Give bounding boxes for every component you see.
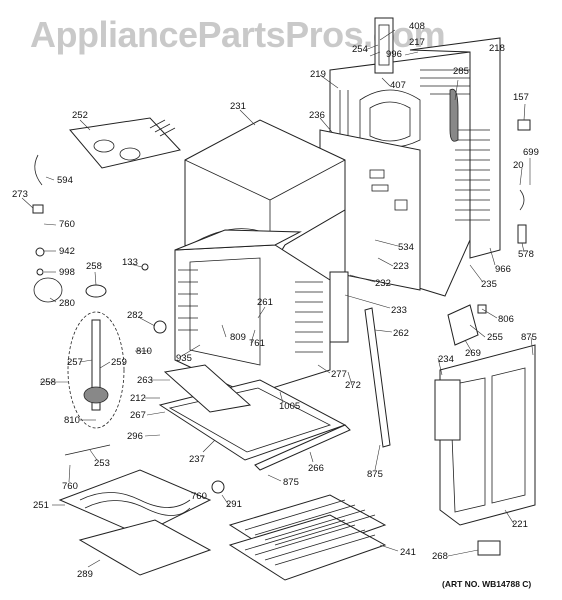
callout-1005: 1005 [279,401,301,412]
callout-996: 996 [386,49,402,60]
callout-806: 806 [498,314,514,325]
callout-875-bottom: 875 [283,477,299,488]
callout-219: 219 [310,69,326,80]
drawer-frame [158,364,347,461]
callout-241: 241 [400,547,416,558]
callout-282: 282 [127,310,143,321]
callout-269: 269 [465,348,481,359]
callout-761: 761 [249,338,265,349]
callout-262: 262 [393,328,409,339]
callout-578: 578 [518,249,534,260]
callout-760-bottom: 760 [191,491,207,502]
right-small-parts [447,119,531,556]
callout-252: 252 [72,110,88,121]
callout-258-top: 258 [86,261,102,272]
oven-cavity [174,229,349,396]
callout-285: 285 [453,66,469,77]
callout-408: 408 [409,21,425,32]
callout-253: 253 [94,458,110,469]
callout-296: 296 [127,431,143,442]
side-panel [434,344,536,526]
callout-263: 263 [137,375,153,386]
callout-221: 221 [512,519,528,530]
callout-257: 257 [67,357,83,368]
callout-942: 942 [59,246,75,257]
oven-racks [228,494,387,581]
art-number: (ART NO. WB14788 C) [442,579,532,589]
callout-534: 534 [398,242,414,253]
callout-236: 236 [309,110,325,121]
left-small-parts [32,154,225,494]
callout-234: 234 [438,354,454,365]
callout-998: 998 [59,267,75,278]
callout-267: 267 [130,410,146,421]
slide-rail [254,424,351,471]
callout-251: 251 [33,500,49,511]
callout-273: 273 [12,189,28,200]
callout-280: 280 [59,298,75,309]
callout-277: 277 [331,369,347,380]
callout-289: 289 [77,569,93,580]
callout-760-top: 760 [59,219,75,230]
callout-261: 261 [257,297,273,308]
callout-217: 217 [409,37,425,48]
callout-699: 699 [523,147,539,158]
callout-268: 268 [432,551,448,562]
callout-594: 594 [57,175,73,186]
callout-809: 809 [230,332,246,343]
callout-875-right: 875 [521,332,537,343]
callout-223: 223 [393,261,409,272]
bake-pan [78,519,212,576]
callout-133: 133 [122,257,138,268]
callout-272: 272 [345,380,361,391]
callout-258-mid: 258 [40,377,56,388]
callout-810-low: 810 [64,415,80,426]
callout-254: 254 [352,44,368,55]
callout-231: 231 [230,101,246,112]
callout-966: 966 [495,264,511,275]
callout-255: 255 [487,332,503,343]
callout-212: 212 [130,393,146,404]
callout-760-left: 760 [62,481,78,492]
callout-935: 935 [176,353,192,364]
callout-233: 233 [391,305,407,316]
callout-875-mid: 875 [367,469,383,480]
callout-157: 157 [513,92,529,103]
top-cover-plate [69,117,181,169]
leader-lines [21,29,534,568]
callout-291: 291 [226,499,242,510]
callout-20: 20 [513,160,524,171]
callout-407: 407 [390,80,406,91]
callout-235: 235 [481,279,497,290]
callout-218: 218 [489,43,505,54]
callout-266: 266 [308,463,324,474]
callout-810-mid: 810 [136,346,152,357]
callout-237: 237 [189,454,205,465]
callout-259: 259 [111,357,127,368]
side-rail [364,307,391,448]
callout-232: 232 [375,278,391,289]
